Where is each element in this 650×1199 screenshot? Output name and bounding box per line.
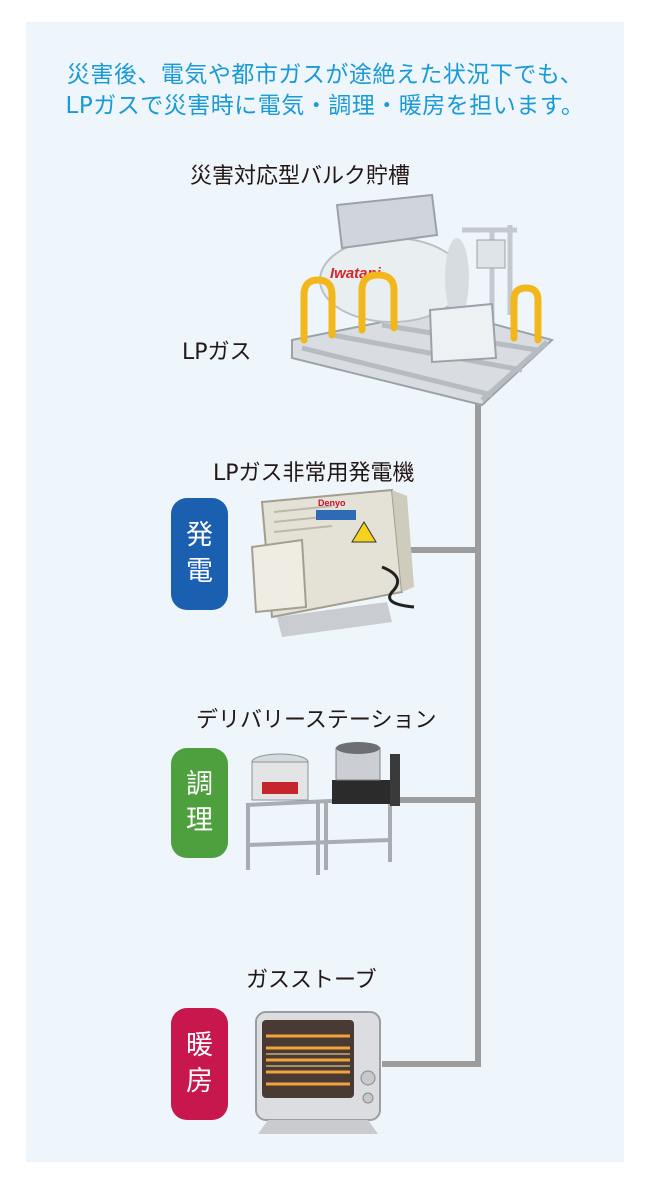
power-badge-char-1: 発 [186,520,213,551]
headline-line-2: LPガスで災害時に電気・調理・暖房を担います。 [65,93,585,119]
cooking-title: デリバリーステーション [196,708,437,733]
power-badge: 発 電 [171,498,228,610]
headline-line-1: 災害後、電気や都市ガスが途絶えた状況下でも、 [66,62,584,88]
generator-title: LPガス非常用発電機 [213,461,415,486]
cooking-badge: 調 理 [171,748,228,858]
headline: 災害後、電気や都市ガスが途絶えた状況下でも、 LPガスで災害時に電気・調理・暖房… [0,60,650,122]
heating-badge: 暖 房 [171,1008,228,1120]
heating-title: ガスストーブ [246,968,377,993]
tank-title: 災害対応型バルク貯槽 [190,164,411,189]
bulk-tank-illustration: Iwatani [291,193,554,407]
heating-badge-char-1: 暖 [186,1030,213,1061]
denyo-logo: Denyo [318,498,346,508]
cooking-badge-char-1: 調 [186,769,213,800]
gas-stove-illustration [255,1011,381,1134]
lp-gas-label: LPガス [182,340,252,365]
heating-badge-char-2: 房 [186,1066,213,1097]
cooking-badge-char-2: 理 [186,805,213,836]
generator-illustration: Denyo [250,488,415,637]
delivery-station-illustration [245,742,400,875]
power-badge-char-2: 電 [186,556,213,587]
